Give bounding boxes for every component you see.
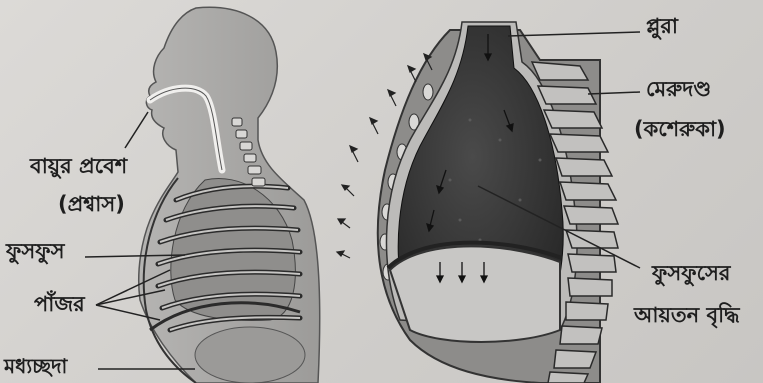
label-vertebra: (কশেরুকা) <box>634 118 726 141</box>
human-side-figure <box>139 7 320 383</box>
label-lungs: ফুসফুস <box>6 240 64 263</box>
label-lung-volume-2: আয়তন বৃদ্ধি <box>634 304 740 327</box>
abdomen <box>195 327 305 383</box>
label-air-entry: বায়ুর প্রবেশ <box>30 155 127 178</box>
thorax-section <box>337 22 618 383</box>
diaphragm-right <box>390 246 560 342</box>
label-pleura: প্লুরা <box>646 15 678 38</box>
label-spine: মেরুদণ্ড <box>646 78 711 101</box>
label-lung-volume-1: ফুসফুসের <box>652 262 730 285</box>
label-diaphragm: মধ্যচ্ছদা <box>4 355 67 377</box>
label-ribs: পাঁজর <box>34 293 85 316</box>
label-inhalation: (প্রশ্বাস) <box>58 193 125 216</box>
